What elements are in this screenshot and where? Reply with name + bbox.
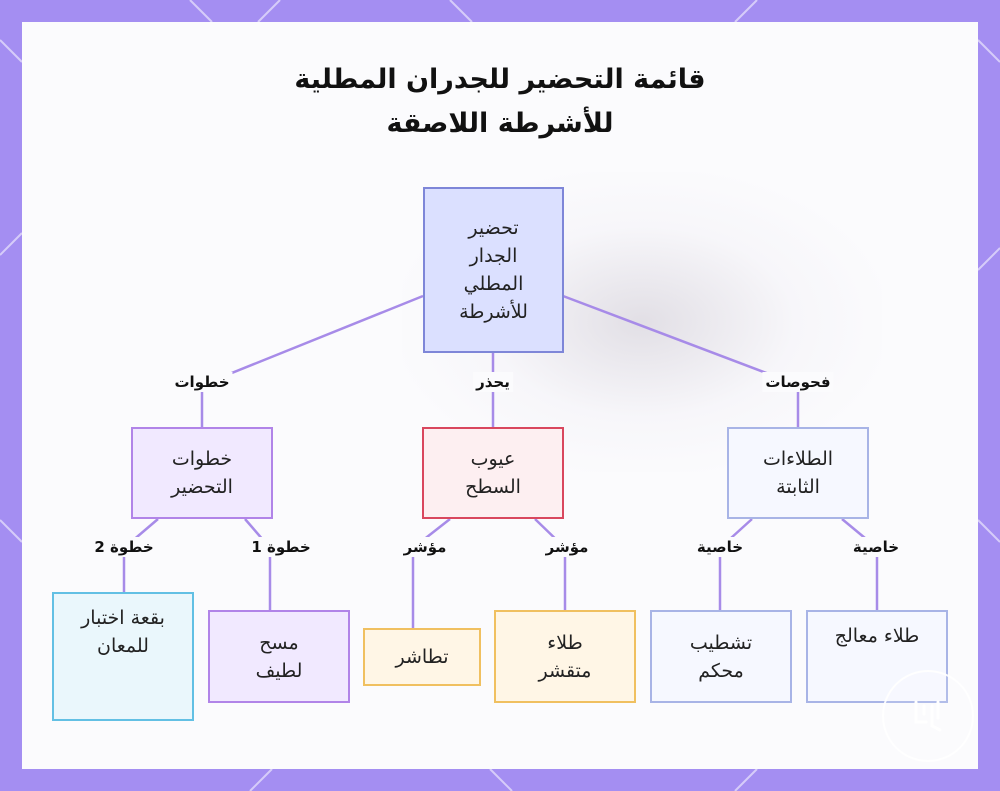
edge-label-sealed: خاصية: [693, 537, 747, 557]
node-stable-coatings-line-1: الطلاءات: [762, 448, 834, 470]
node-prep-steps: خطوات التحضير: [131, 427, 273, 519]
edge-label-defects: يحذر: [473, 372, 513, 392]
node-surface-defects: عيوب السطح: [422, 427, 564, 519]
edge-defects-peeling: [534, 518, 567, 610]
node-stable-coatings: الطلاءات الثابتة: [727, 427, 869, 519]
edge-label-cured: خاصية: [849, 537, 903, 557]
node-peeling-paint: طلاء متقشر: [494, 610, 636, 703]
edge-label-splatter: مؤشر: [400, 537, 450, 557]
node-root-wall-prep: تحضير الجدار المطلي للأشرطة: [423, 187, 564, 353]
edge-label-coatings: فحوصات: [762, 372, 834, 392]
node-prep-steps-line-2: التحضير: [171, 476, 233, 498]
edge-steps-step1: [244, 518, 272, 610]
node-root-line-2: الجدار: [469, 245, 518, 267]
node-splatter: تطاشر: [363, 628, 481, 686]
page-title-line-1: قائمة التحضير للجدران المطلية: [294, 64, 706, 95]
edge-label-peeling: مؤشر: [542, 537, 592, 557]
node-stable-coatings-line-2: الثابتة: [776, 476, 820, 498]
edge-label-steps: خطوات: [171, 372, 233, 392]
edge-coatings-sealed: [718, 518, 753, 610]
node-prep-steps-line-1: خطوات: [171, 448, 233, 470]
node-gentle-wipe-line-2: لطيف: [255, 659, 303, 682]
edge-label-step-1: خطوة 1: [248, 537, 314, 557]
node-sealed-finish-line-2: محكم: [698, 659, 744, 682]
node-gloss-test-line-2: للمعان: [97, 635, 149, 657]
edge-label-step-2: خطوة 2: [91, 537, 157, 557]
node-gloss-test-spot: بقعة اختبار للمعان: [52, 592, 194, 721]
node-peeling-paint-line-1: طلاء: [547, 631, 583, 654]
logo-watermark-icon: [882, 670, 974, 762]
node-sealed-finish: تشطيب محكم: [650, 610, 792, 703]
node-sealed-finish-line-1: تشطيب: [689, 631, 753, 654]
edge-defects-splatter: [411, 518, 451, 628]
node-splatter-line-1: تطاشر: [395, 646, 449, 668]
node-root-line-4: للأشرطة: [459, 301, 528, 323]
node-gentle-wipe: مسح لطيف: [208, 610, 350, 703]
node-root-line-1: تحضير: [468, 217, 519, 239]
node-cured-paint-line-1: طلاء معالج: [834, 625, 920, 647]
node-gentle-wipe-line-1: مسح: [259, 631, 299, 654]
node-root-line-3: المطلي: [463, 273, 524, 295]
logo-watermark-glyph: [914, 700, 942, 732]
edge-coatings-cured: [841, 518, 879, 610]
node-peeling-paint-line-2: متقشر: [538, 659, 592, 682]
node-surface-defects-line-2: السطح: [465, 476, 521, 498]
edge-root-steps: [200, 294, 424, 427]
edge-root-coatings: [562, 294, 800, 427]
node-surface-defects-line-1: عيوب: [470, 448, 516, 470]
page-title-line-2: للأشرطة اللاصقة: [386, 108, 614, 139]
node-gloss-test-line-1: بقعة اختبار: [81, 607, 165, 629]
